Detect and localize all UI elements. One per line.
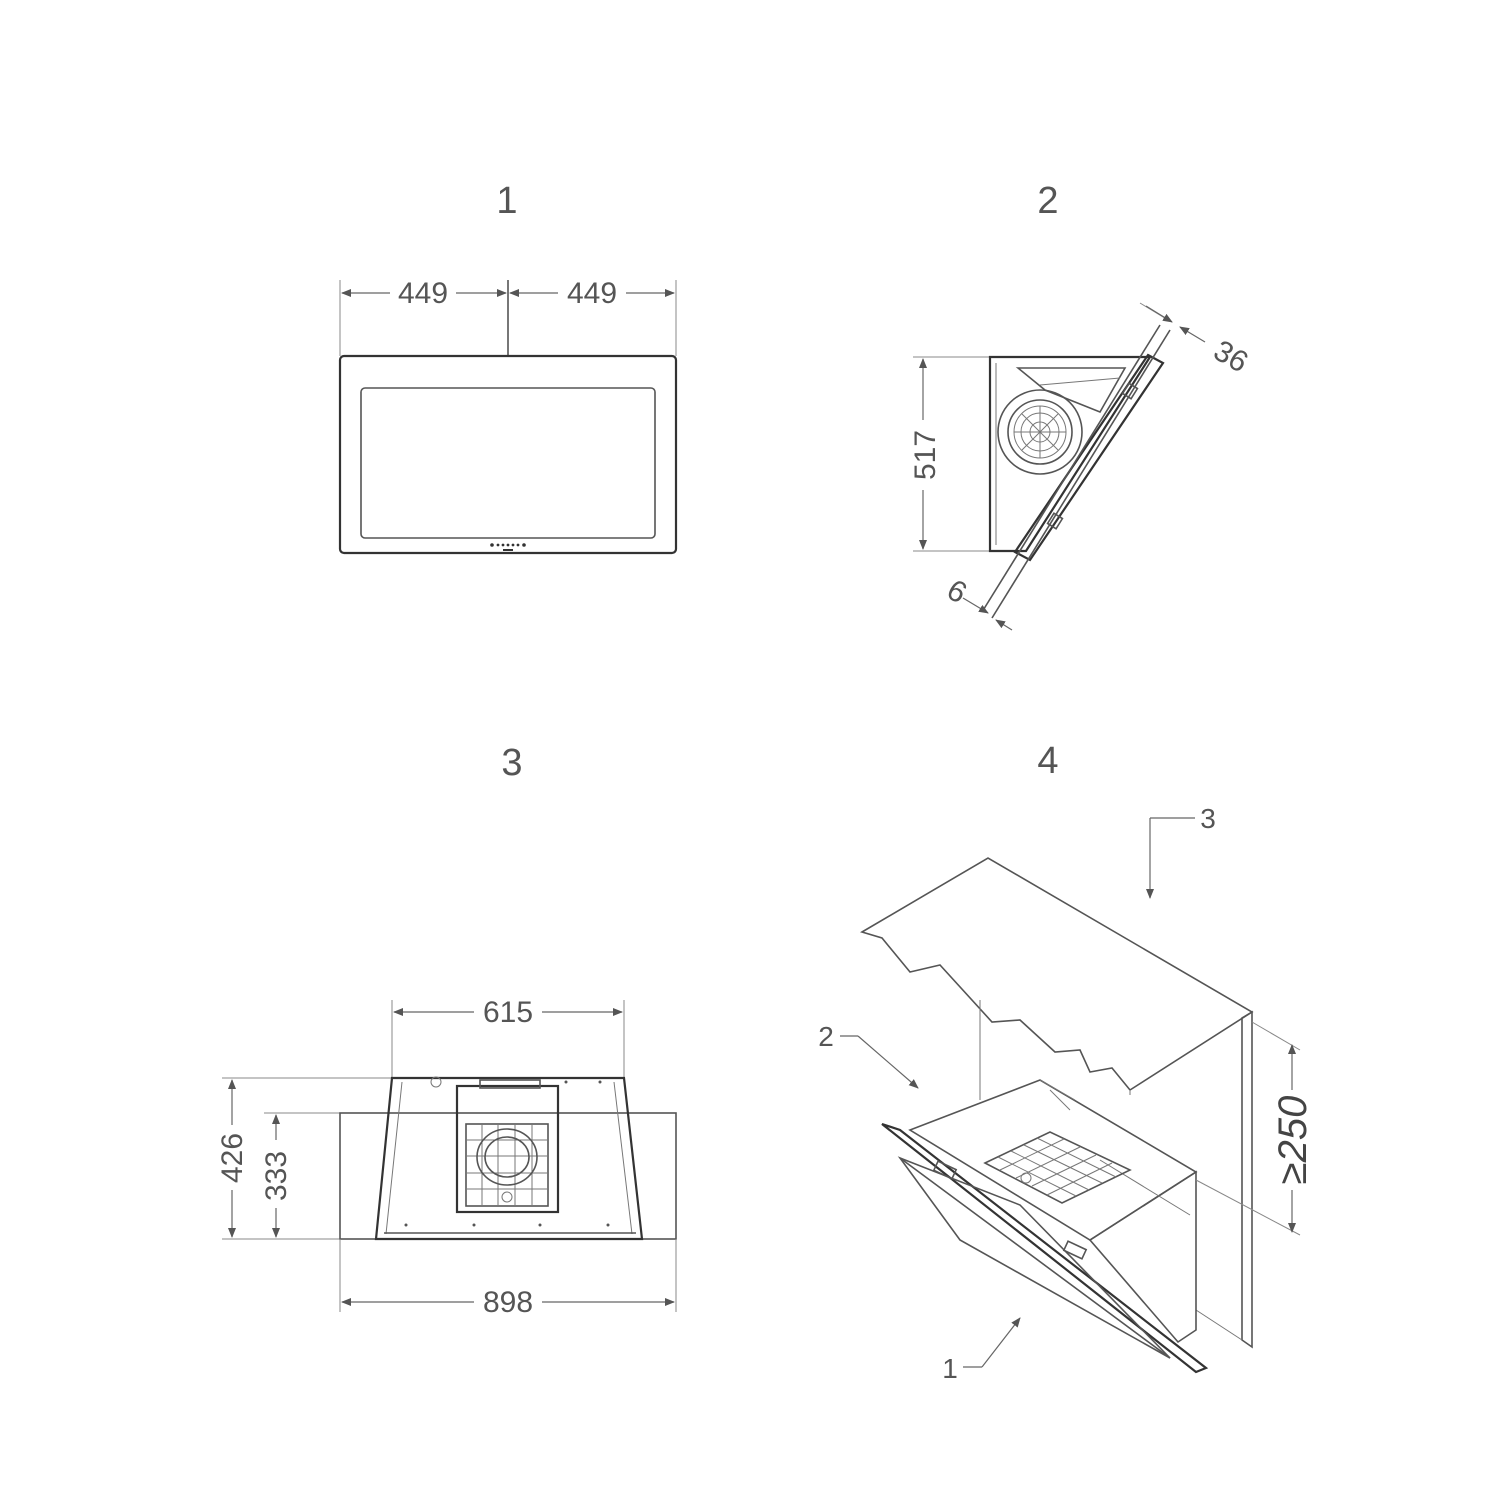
callout-line-2-d <box>857 1035 919 1089</box>
side-body-outline <box>988 355 1153 553</box>
dim-depth-outer: 426 <box>216 1133 249 1183</box>
dim-left-width: 449 <box>398 277 448 310</box>
hood-inner-line <box>1099 1159 1191 1216</box>
hood-glass-diagonal <box>899 1157 1171 1359</box>
wall-cabinet-side <box>1241 1010 1253 1349</box>
side-glass-outer <box>991 329 1171 619</box>
view-number-2: 2 <box>1037 180 1058 222</box>
side-duct-flange <box>1039 377 1121 386</box>
bottom-filter-grid <box>465 1123 549 1207</box>
bottom-screws <box>404 1080 610 1227</box>
callout-line-1-d <box>981 1317 1021 1368</box>
dim-side-height: 517 <box>909 430 942 480</box>
fan-motor-icon <box>997 389 1083 475</box>
dim-line-6-b <box>995 619 1013 631</box>
extension-line-250-top <box>1251 1021 1301 1051</box>
hood-duct-edge-2 <box>1049 1089 1071 1111</box>
view-install: 4 <box>818 740 1315 1384</box>
dim-right-width: 449 <box>567 277 617 310</box>
callout-label-cabinet: 3 <box>1200 803 1216 834</box>
dim-line-6-a <box>962 597 989 614</box>
view-bottom: 3 615 426 333 <box>216 742 677 1319</box>
side-hinge-top <box>1121 382 1139 400</box>
dim-min-distance: ≥250 <box>1271 1096 1315 1185</box>
view-number-4: 4 <box>1037 740 1058 782</box>
view-side: 2 517 <box>909 180 1253 631</box>
front-panel-outline <box>338 354 678 555</box>
view-number-3: 3 <box>501 742 522 784</box>
side-hinge-bottom <box>1046 512 1064 530</box>
wall-cabinet-top <box>860 857 1254 1092</box>
dim-line-36-a <box>1145 305 1173 323</box>
extension-line-250-bottom <box>1195 1179 1301 1236</box>
bottom-body-outline <box>374 1076 644 1241</box>
callout-label-body: 2 <box>818 1021 834 1052</box>
hood-hinge-right <box>1062 1240 1088 1260</box>
view-number-1: 1 <box>496 180 517 222</box>
wall-line-bottom <box>1195 1309 1243 1341</box>
bottom-body-edge-right <box>613 1081 633 1235</box>
hood-duct-edge <box>1039 1079 1076 1101</box>
hood-hinge-left <box>932 1160 958 1180</box>
front-glass-window <box>360 387 656 539</box>
callout-label-hood: 1 <box>942 1353 958 1384</box>
hood-glass-edge <box>881 1122 1209 1374</box>
bottom-filter-frame <box>455 1084 560 1214</box>
dim-line-36-b <box>1179 326 1206 343</box>
side-duct <box>1015 367 1127 414</box>
side-glass-inner <box>981 324 1161 613</box>
hood-side-surface <box>1088 1170 1197 1344</box>
dim-total-width: 898 <box>483 1286 533 1319</box>
bottom-duct-collar <box>479 1079 541 1089</box>
dim-glass-thickness: 6 <box>941 573 972 610</box>
bottom-screw-icon <box>430 1076 442 1088</box>
bottom-body-edge-left <box>385 1081 403 1235</box>
view-front: 1 449 449 <box>338 180 678 555</box>
dim-glass-offset: 36 <box>1208 334 1253 379</box>
hood-filter-grid <box>983 1131 1132 1204</box>
control-strip <box>490 543 526 551</box>
dim-depth-inner: 333 <box>260 1151 293 1201</box>
dim-top-width: 615 <box>483 996 533 1029</box>
